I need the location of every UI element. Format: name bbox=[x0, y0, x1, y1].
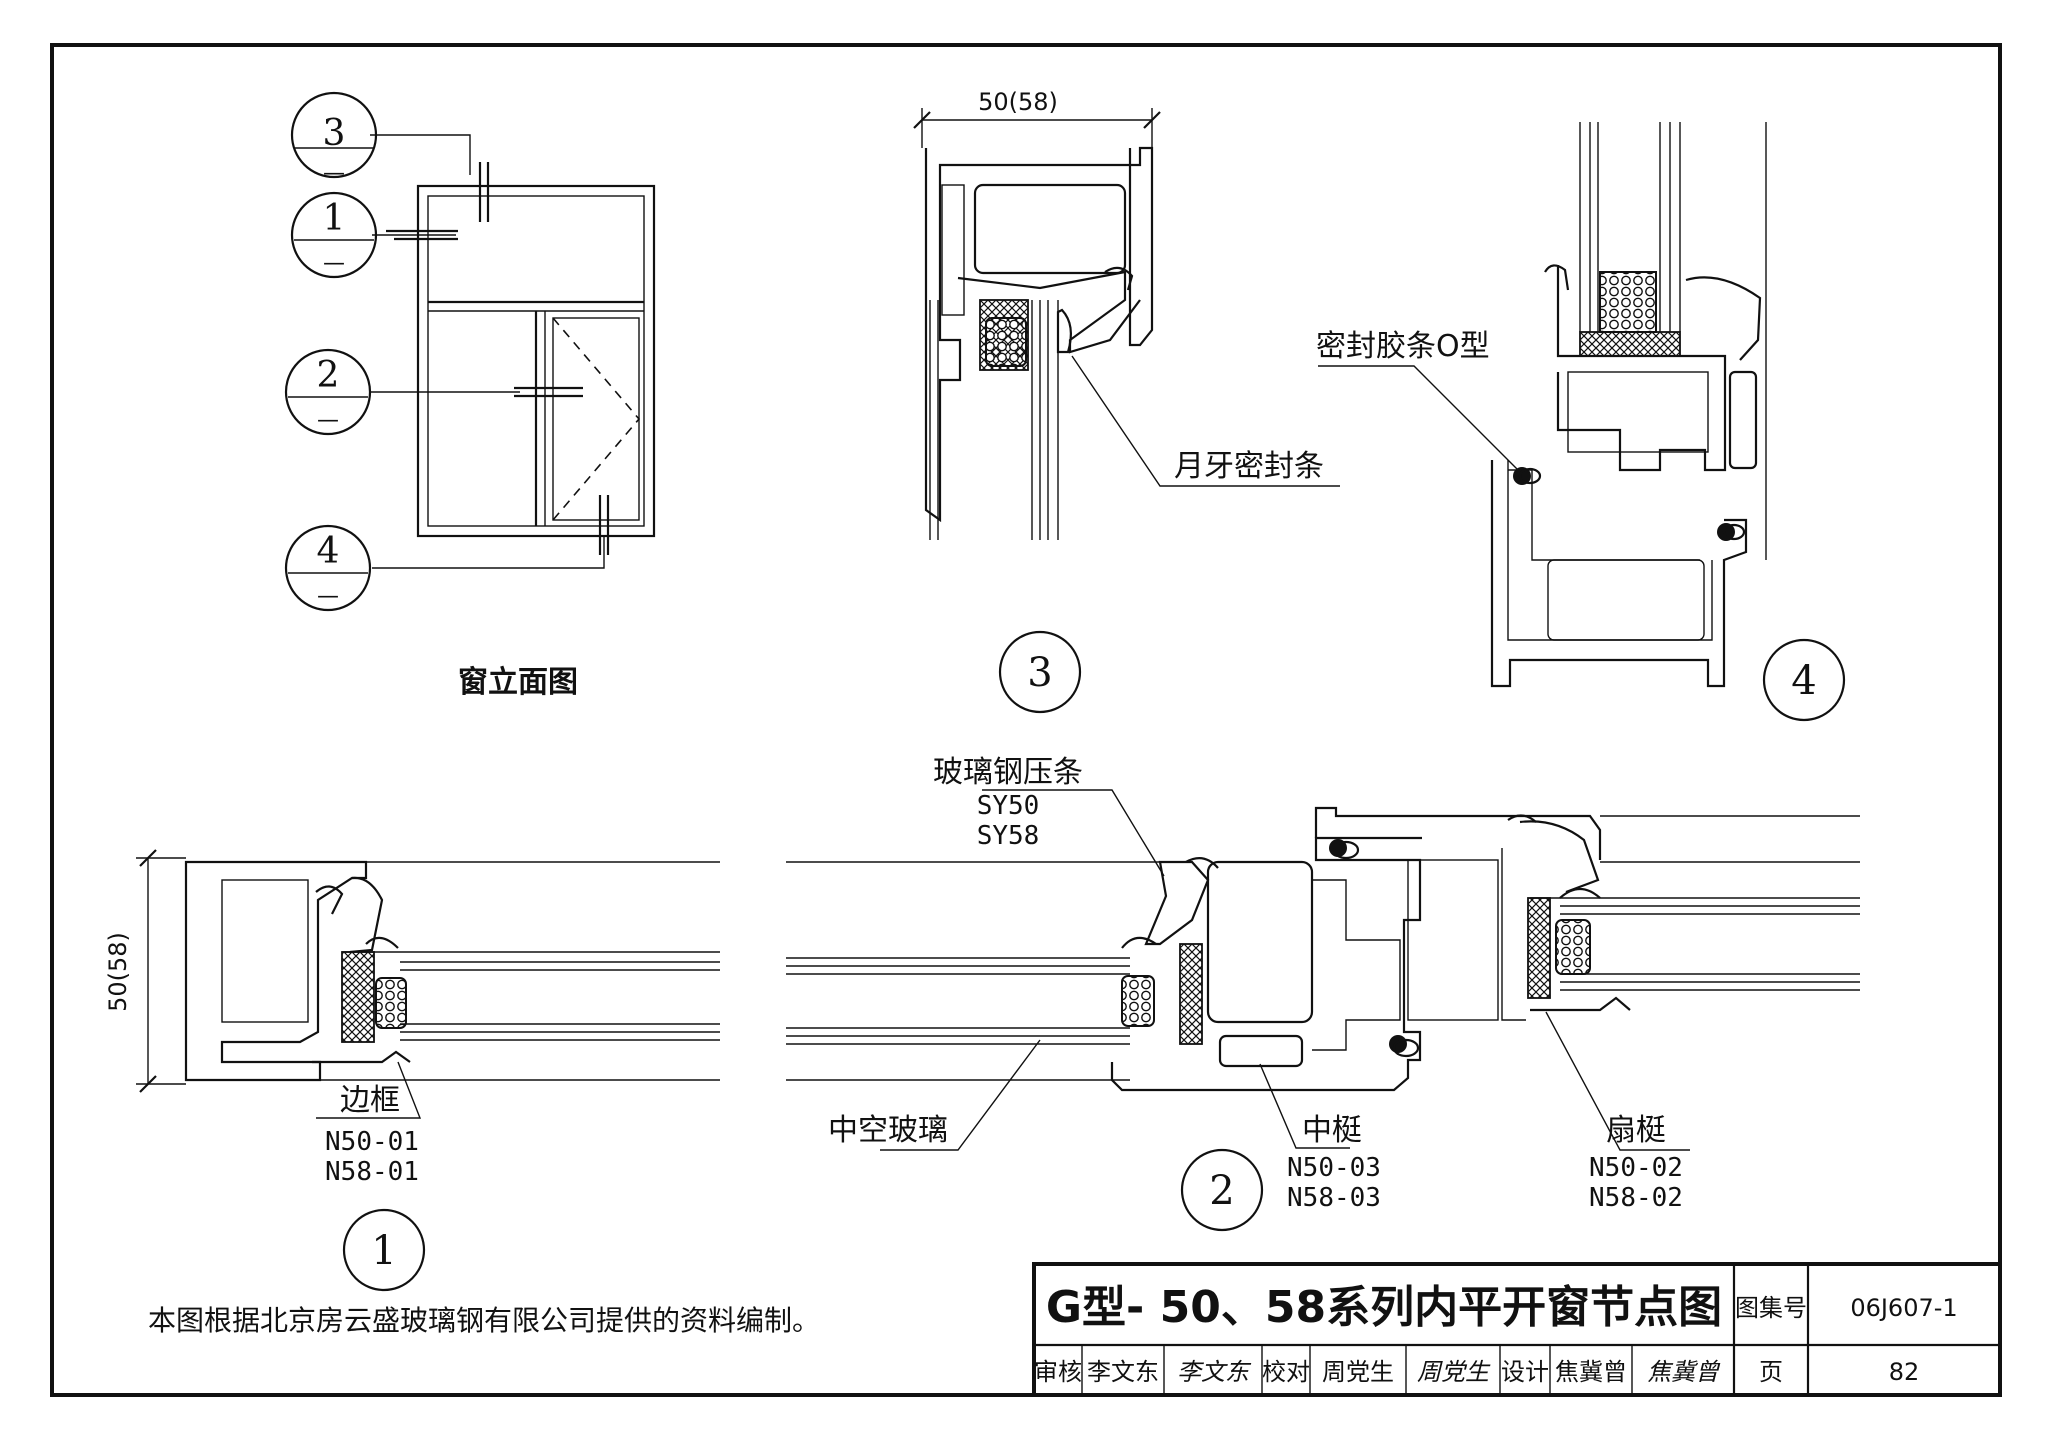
sash-name: 扇梃 bbox=[1606, 1113, 1666, 1148]
role-checker-signature: 周党生 bbox=[1417, 1358, 1491, 1386]
svg-text:2: 2 bbox=[1209, 1168, 1234, 1214]
sheet-border bbox=[50, 43, 2002, 1397]
svg-text:3: 3 bbox=[1027, 650, 1052, 696]
detail-3-dimension: 50(58) bbox=[978, 88, 1058, 116]
callout-sheet-ref: — bbox=[317, 584, 339, 609]
role-designer-label: 设计 bbox=[1501, 1358, 1549, 1386]
elevation-callout-3: 3 — bbox=[290, 91, 378, 186]
detail-1-code-2: N58-01 bbox=[325, 1157, 419, 1187]
sash-code-2: N58-02 bbox=[1589, 1183, 1683, 1213]
hollow-glass-label: 中空玻璃 bbox=[828, 1113, 948, 1148]
glass-bead-code-2: SY58 bbox=[977, 821, 1040, 851]
detail-1-dimension: 50(58) bbox=[104, 932, 132, 1012]
crescent-seal bbox=[1056, 308, 1073, 354]
drawing-title: G型- 50、58系列内平开窗节点图 bbox=[1046, 1282, 1722, 1333]
svg-text:4: 4 bbox=[1791, 658, 1816, 704]
callout-number: 4 bbox=[317, 531, 340, 572]
callout-number: 1 bbox=[323, 198, 346, 239]
role-checker-name: 周党生 bbox=[1322, 1358, 1394, 1386]
callout-sheet-ref: — bbox=[323, 161, 345, 186]
svg-text:1: 1 bbox=[371, 1228, 396, 1274]
role-reviewer-label: 审核 bbox=[1034, 1358, 1082, 1386]
detail-1-callout: 1 bbox=[342, 1208, 426, 1292]
glass-bead-code-1: SY50 bbox=[977, 791, 1040, 821]
detail-3-callout: 3 bbox=[998, 630, 1082, 714]
page-label: 页 bbox=[1759, 1358, 1783, 1386]
elevation-callout-4: 4 — bbox=[284, 524, 372, 612]
source-note: 本图根据北京房云盛玻璃钢有限公司提供的资料编制。 bbox=[148, 1304, 820, 1337]
callout-sheet-ref: — bbox=[317, 408, 339, 433]
mullion-name: 中梃 bbox=[1302, 1113, 1362, 1148]
role-checker-label: 校对 bbox=[1262, 1358, 1310, 1386]
elevation-callout-1: 1 — bbox=[290, 191, 378, 279]
detail-4-note: 密封胶条O型 bbox=[1316, 329, 1490, 364]
sash-code-1: N50-02 bbox=[1589, 1153, 1683, 1183]
elevation-callout-2: 2 — bbox=[284, 348, 372, 436]
atlas-number: 06J607-1 bbox=[1850, 1294, 1957, 1322]
detail-4-callout: 4 bbox=[1762, 638, 1846, 722]
page-number: 82 bbox=[1889, 1358, 1920, 1386]
role-designer-name: 焦冀曾 bbox=[1555, 1358, 1627, 1386]
detail-1-part-name: 边框 bbox=[340, 1083, 400, 1118]
mullion-code-2: N58-03 bbox=[1287, 1183, 1381, 1213]
window-elevation bbox=[370, 134, 656, 569]
opening-direction-marks bbox=[552, 317, 641, 521]
callout-number: 3 bbox=[323, 113, 346, 154]
role-reviewer-signature: 李文东 bbox=[1177, 1358, 1252, 1386]
elevation-caption: 窗立面图 bbox=[458, 665, 578, 700]
detail-3-section bbox=[913, 108, 1340, 540]
glass-bead-name: 玻璃钢压条 bbox=[933, 755, 1083, 790]
desiccant-spacer bbox=[985, 317, 1027, 367]
detail-2-section bbox=[786, 789, 1860, 1151]
detail-4-section bbox=[1318, 122, 1767, 688]
callout-number: 2 bbox=[317, 355, 340, 396]
role-designer-signature: 焦冀曾 bbox=[1647, 1358, 1721, 1386]
detail-2-callout: 2 bbox=[1180, 1148, 1264, 1232]
detail-3-note: 月牙密封条 bbox=[1174, 449, 1324, 484]
detail-1-code-1: N50-01 bbox=[325, 1127, 419, 1157]
title-block bbox=[1032, 1262, 2002, 1397]
role-reviewer-name: 李文东 bbox=[1087, 1358, 1159, 1386]
detail-1-section bbox=[136, 849, 720, 1119]
desiccant-spacer bbox=[1599, 271, 1657, 333]
atlas-label: 图集号 bbox=[1735, 1294, 1807, 1322]
callout-sheet-ref: — bbox=[323, 251, 345, 276]
mullion-code-1: N50-03 bbox=[1287, 1153, 1381, 1183]
